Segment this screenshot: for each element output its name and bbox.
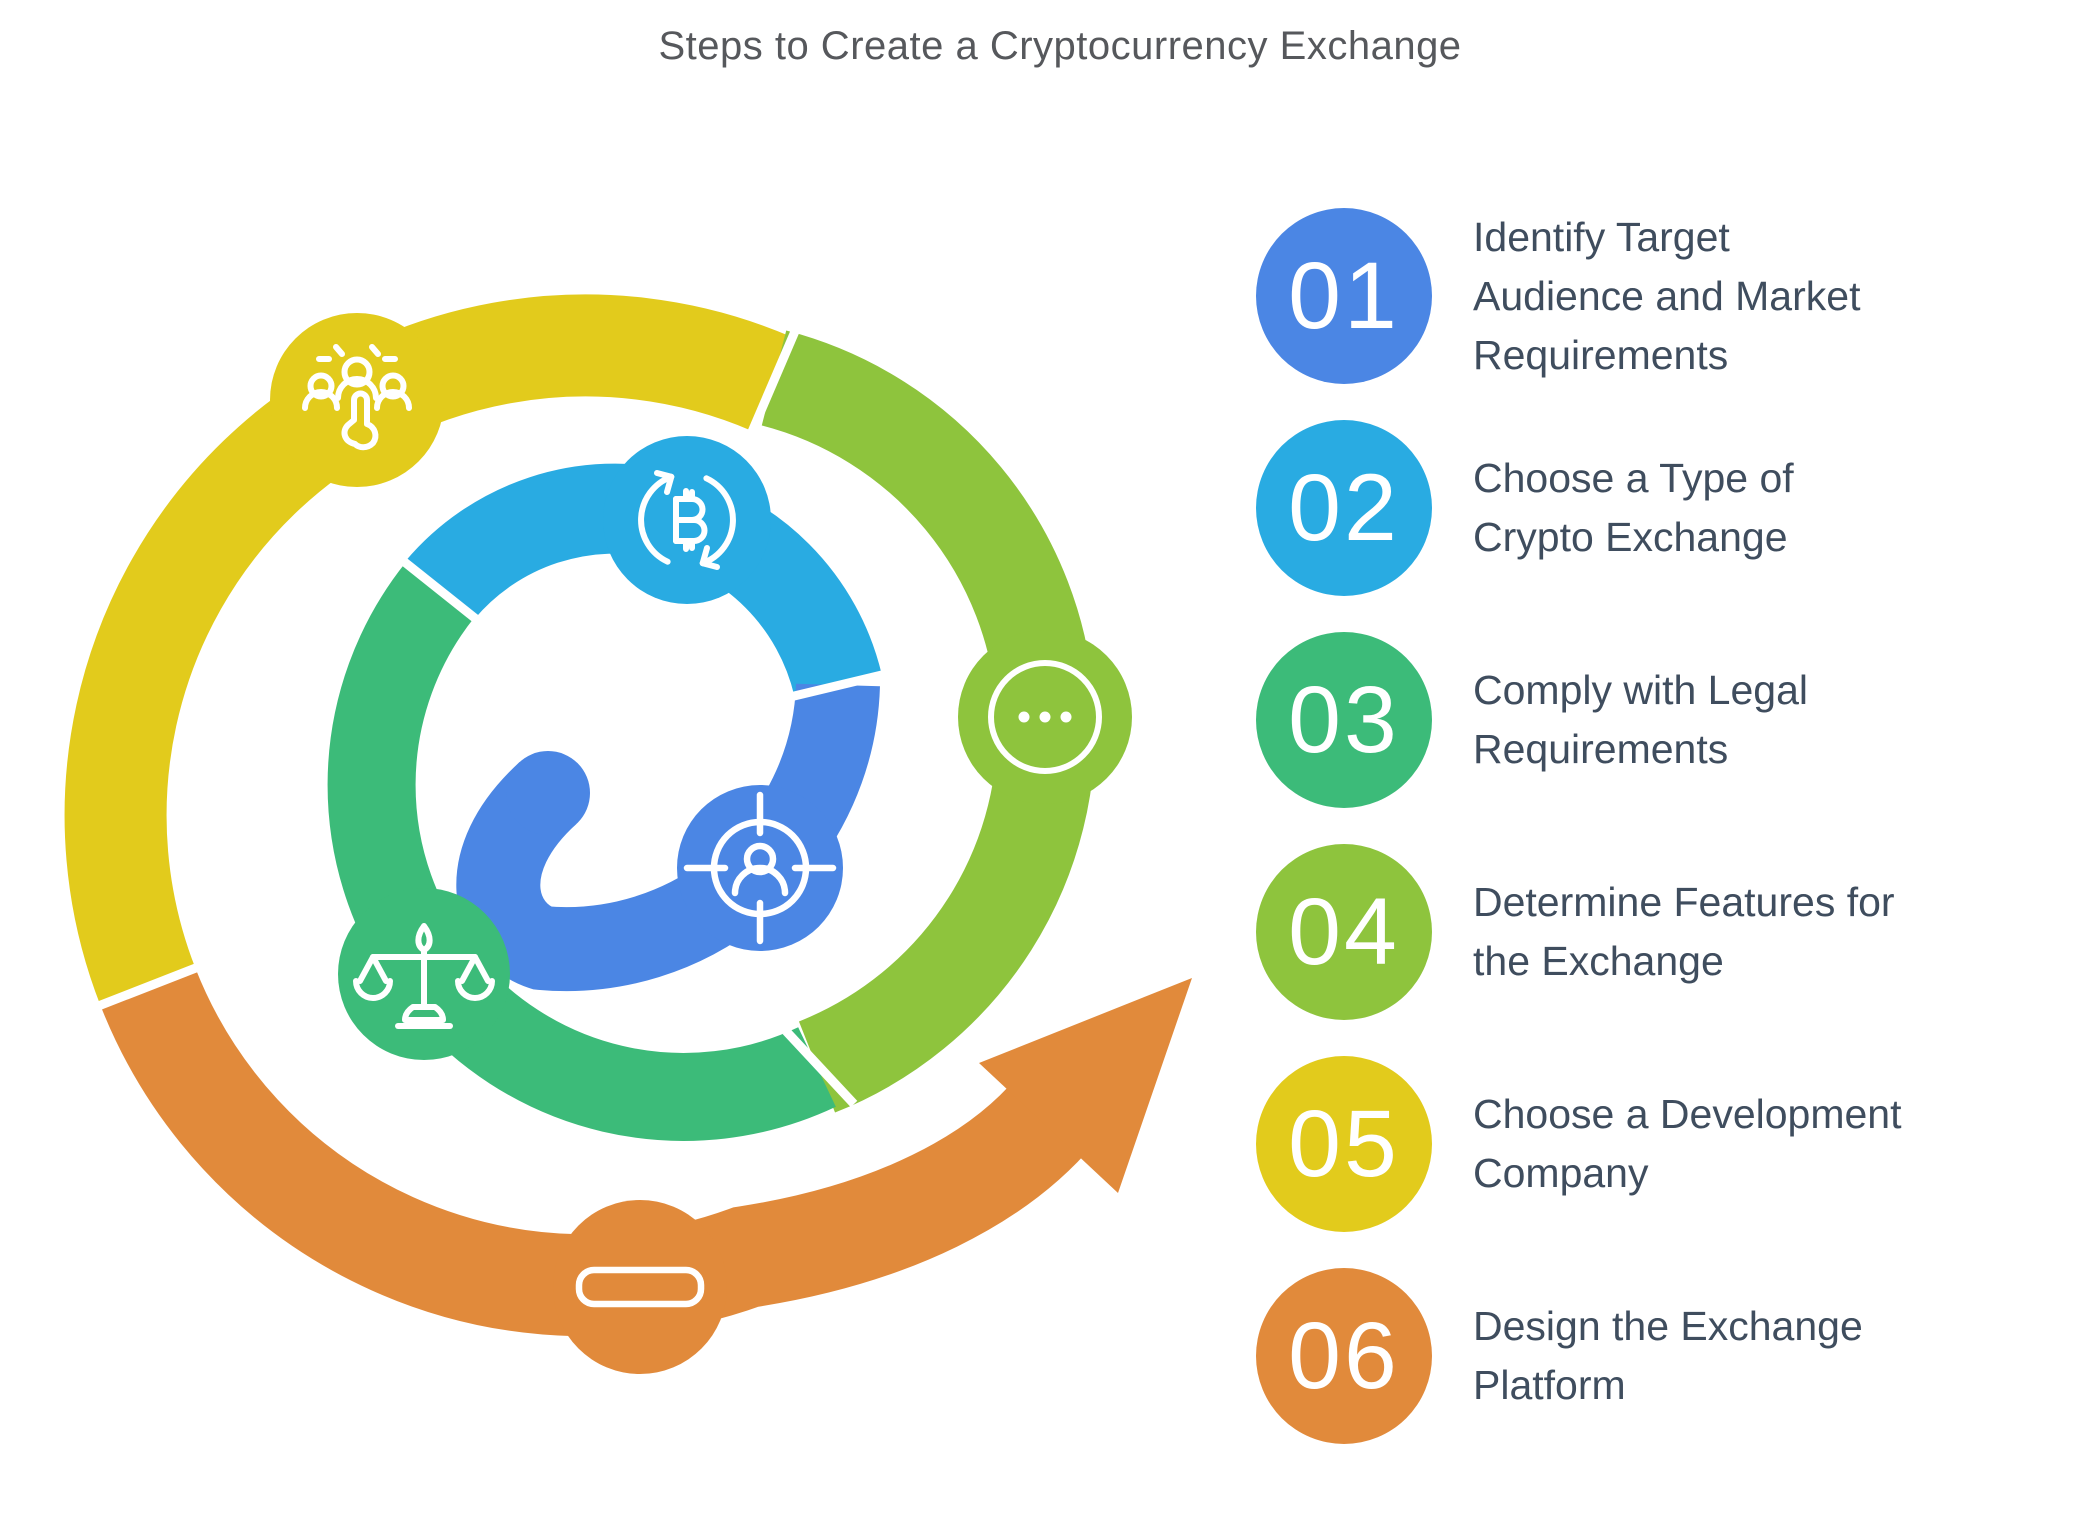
more-options-icon [988, 660, 1102, 774]
audience-selection-icon [302, 344, 412, 451]
step-item-5: 05 Choose a Development Company [1256, 1056, 2082, 1232]
step-label: Choose a Development Company [1473, 1091, 1902, 1196]
step-label: Choose a Type of Crypto Exchange [1473, 455, 1794, 560]
target-user-icon [683, 791, 837, 945]
spiral-arc-blue [456, 683, 880, 992]
step-label: Design the Exchange Platform [1473, 1303, 1863, 1408]
step-label: Determine Features for the Exchange [1473, 879, 1895, 984]
step-label: Identify Target Audience and Market Requ… [1473, 213, 1861, 378]
segment-seams [76, 313, 888, 1108]
spiral-diagram [64, 294, 1192, 1374]
step-number-badge: 02 [1256, 420, 1432, 596]
step-number-badge: 06 [1256, 1268, 1432, 1444]
arrow-head [979, 978, 1192, 1193]
page-title: Steps to Create a Cryptocurrency Exchang… [658, 24, 1462, 68]
step-label: Comply with Legal Requirements [1473, 667, 1808, 772]
step-item-2: 02 Choose a Type of Crypto Exchange [1256, 420, 2082, 596]
spiral-blue-cap [506, 751, 590, 835]
step-number-badge: 05 [1256, 1056, 1432, 1232]
justice-scales-icon [353, 923, 495, 1029]
step-item-6: 06 Design the Exchange Platform [1256, 1268, 2082, 1444]
platform-bubble [553, 1200, 727, 1374]
step-number-badge: 01 [1256, 208, 1432, 384]
step-item-4: 04 Determine Features for the Exchange [1256, 844, 2082, 1020]
bitcoin-exchange-icon [638, 470, 736, 570]
step-number-badge: 04 [1256, 844, 1432, 1020]
step-item-1: 01 Identify Target Audience and Market R… [1256, 208, 2082, 384]
spiral-arc-yellow [64, 294, 793, 1006]
step-item-3: 03 Comply with Legal Requirements [1256, 632, 2082, 808]
platform-screen-icon [575, 1266, 705, 1308]
step-number-badge: 03 [1256, 632, 1432, 808]
